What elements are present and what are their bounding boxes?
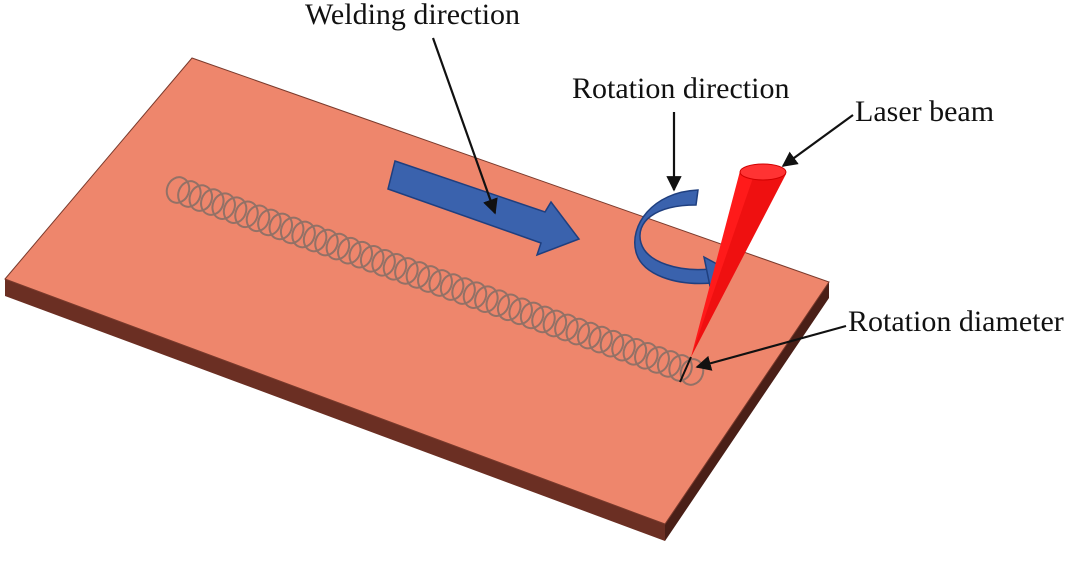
laser-beam-label: Laser beam (855, 95, 994, 128)
rotation-direction-label: Rotation direction (572, 72, 789, 105)
weld-loop (496, 293, 522, 322)
weld-loop (576, 321, 602, 350)
weld-loop (165, 176, 191, 204)
weld-loop (451, 277, 476, 305)
weld-loop (200, 188, 225, 216)
welding-direction-leader (431, 37, 498, 215)
weld-loop (428, 269, 453, 297)
weld-loop (348, 240, 374, 269)
weld-loop (314, 228, 339, 257)
weld-loop (257, 208, 282, 237)
weld-loop (656, 350, 682, 378)
plate-top-surface (4, 57, 830, 525)
weld-loop (485, 289, 511, 317)
rotation-diameter-leader (695, 324, 847, 371)
weld-loop (474, 285, 499, 313)
weld-loop (462, 281, 488, 309)
weld-loop (634, 342, 659, 370)
rotation-diameter-label: Rotation diameter (848, 305, 1064, 338)
weld-loop (554, 313, 579, 342)
welding-direction-label: Welding direction (305, 0, 520, 31)
weld-loop (588, 325, 613, 354)
weld-loop (439, 273, 465, 301)
weld-loop (417, 265, 442, 293)
weld-loop (302, 224, 328, 253)
weld-loop (177, 180, 202, 208)
weld-loop (405, 261, 431, 289)
weld-loop (337, 236, 362, 265)
weld-loop (542, 309, 568, 338)
weld-loop (394, 257, 419, 285)
weld-seam-spiral (165, 176, 705, 386)
weld-loop (245, 204, 271, 233)
weld-loop (291, 220, 316, 249)
weld-loop (222, 196, 248, 224)
weld-loop (519, 301, 545, 330)
weld-loop (325, 232, 351, 261)
weld-loop (622, 338, 648, 366)
weld-loop (382, 253, 408, 281)
weld-loop (668, 354, 693, 382)
plate-right-edge (665, 282, 829, 541)
weld-loop (359, 245, 385, 273)
laser-beam-leader (781, 114, 854, 167)
weld-loop (234, 200, 259, 229)
weld-loop (508, 297, 533, 326)
weld-loop (599, 329, 625, 358)
weld-loop (611, 333, 636, 362)
weld-loop (565, 317, 591, 346)
laser-beam-cone (679, 163, 787, 383)
weld-loop (211, 192, 236, 220)
weld-loop (279, 216, 305, 245)
weld-loop (531, 305, 556, 334)
weld-loop (371, 249, 396, 277)
weld-loop (268, 212, 294, 241)
weld-loop (188, 184, 214, 212)
workpiece-plate (4, 57, 830, 541)
weld-loop (645, 346, 670, 374)
plate-front-edge (5, 279, 665, 541)
